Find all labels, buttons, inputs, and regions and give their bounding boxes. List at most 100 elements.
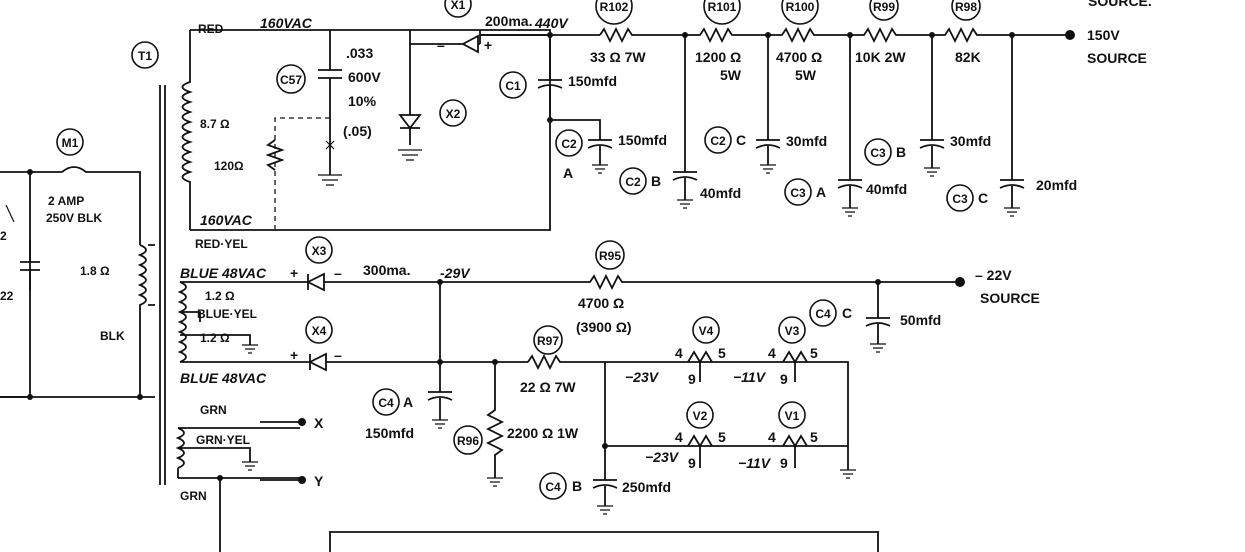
c3c-label: C3 bbox=[952, 192, 968, 206]
r98-label-circle bbox=[951, 0, 981, 21]
c2b-label: C2 bbox=[625, 175, 641, 189]
c1-label: C1 bbox=[505, 79, 521, 93]
v4-pin9: 9 bbox=[688, 371, 696, 387]
hv-volts: 440V bbox=[534, 15, 569, 31]
grn-lead-2: GRN bbox=[180, 489, 207, 503]
c4a-suffix: A bbox=[403, 394, 413, 410]
bottom-box-edge bbox=[329, 531, 879, 552]
source-150v-label: SOURCE bbox=[1087, 50, 1147, 66]
v1-pin5: 5 bbox=[810, 429, 818, 445]
r101-label-circle bbox=[703, 0, 741, 25]
v1-pin9: 9 bbox=[780, 455, 788, 471]
r99-value: 10K 2W bbox=[855, 49, 906, 65]
v1-volts: −11V bbox=[738, 455, 772, 471]
fuse-rating-2: 250V BLK bbox=[46, 211, 102, 225]
c57-label: C57 bbox=[280, 73, 302, 87]
r96-label-circle bbox=[453, 425, 483, 455]
c2b-value: 40mfd bbox=[700, 185, 741, 201]
r96-label: R96 bbox=[457, 434, 479, 448]
c1-value: 150mfd bbox=[568, 73, 617, 89]
c3b-label: C3 bbox=[870, 146, 886, 160]
r95-alt: (3900 Ω) bbox=[576, 319, 632, 335]
fuse-rating-1: 2 AMP bbox=[48, 194, 84, 208]
c3a-suffix: A bbox=[816, 184, 826, 200]
c4b-suffix: B bbox=[572, 478, 582, 494]
c57-tol: 10% bbox=[348, 93, 377, 109]
r101-watts: 5W bbox=[720, 67, 742, 83]
c4b-label: C4 bbox=[545, 480, 561, 494]
source-neg-label: SOURCE bbox=[980, 290, 1040, 306]
v4-label: V4 bbox=[699, 324, 714, 338]
t1-label-circle bbox=[131, 41, 159, 69]
c57-value: .033 bbox=[346, 45, 373, 61]
blue-vac-1: BLUE 48VAC bbox=[180, 265, 267, 281]
r96-value: 2200 Ω 1W bbox=[507, 425, 579, 441]
red-vac: 160VAC bbox=[260, 15, 313, 31]
c1-label-circle bbox=[499, 71, 527, 99]
blue-vac-2: BLUE 48VAC bbox=[180, 370, 267, 386]
v2-label: V2 bbox=[693, 409, 708, 423]
c2c-value: 30mfd bbox=[786, 133, 827, 149]
x1-label-circle bbox=[444, 0, 472, 18]
v2-pin4: 4 bbox=[675, 429, 683, 445]
t1-label: T1 bbox=[138, 49, 152, 63]
redyel-vac: 160VAC bbox=[200, 212, 253, 228]
primary-section: M1 2 AMP 250V BLK 2 22 1.8 Ω BLK bbox=[0, 128, 155, 400]
c57-volts: 600V bbox=[348, 69, 381, 85]
x3-label-circle bbox=[305, 236, 333, 264]
c4c-label-circle bbox=[809, 299, 837, 327]
m1-label-circle bbox=[56, 128, 84, 156]
c4c-label: C4 bbox=[815, 307, 831, 321]
c4c-value: 50mfd bbox=[900, 312, 941, 328]
v4-label-circle bbox=[692, 316, 720, 344]
c3a-value: 40mfd bbox=[866, 181, 907, 197]
c3b-value: 30mfd bbox=[950, 133, 991, 149]
r100-label-circle bbox=[781, 0, 819, 25]
c57-resistor: 120Ω bbox=[214, 159, 244, 173]
x1-label: X1 bbox=[451, 0, 466, 12]
hv-current: 200ma. bbox=[485, 13, 532, 29]
c2a-label-circle bbox=[555, 129, 583, 157]
v2-pin5: 5 bbox=[718, 429, 726, 445]
m1-label: M1 bbox=[62, 136, 79, 150]
transformer-t1: T1 RED 160VAC 8.7 Ω 160VAC RED·YEL BLUE … bbox=[131, 15, 324, 552]
c3b-label-circle bbox=[864, 138, 892, 166]
cap-partial-2: 22 bbox=[0, 289, 14, 303]
c2a-label: C2 bbox=[561, 137, 577, 151]
v1-label-circle bbox=[778, 401, 806, 429]
r102-value: 33 Ω 7W bbox=[590, 49, 646, 65]
x2-label: X2 bbox=[446, 107, 461, 121]
c2c-suffix: C bbox=[736, 132, 746, 148]
v4-volts: −23V bbox=[625, 369, 660, 385]
grn-lead: GRN bbox=[200, 403, 227, 417]
v4-pin5: 5 bbox=[718, 345, 726, 361]
x4-label-circle bbox=[305, 316, 333, 344]
blue-ohm-2: 1.2 Ω bbox=[200, 331, 230, 345]
c4a-label-circle bbox=[372, 388, 400, 416]
pri-ohm: 8.7 Ω bbox=[200, 117, 230, 131]
c3b-suffix: B bbox=[896, 144, 906, 160]
x2-label-circle bbox=[439, 99, 467, 127]
c2a-value: 150mfd bbox=[618, 132, 667, 148]
c2a-suffix: A bbox=[563, 165, 573, 181]
x4-minus: – bbox=[334, 347, 342, 363]
c4c-suffix: C bbox=[842, 305, 852, 321]
output-x: X bbox=[314, 415, 324, 431]
r99-label: R99 bbox=[873, 0, 895, 14]
r97-label-circle bbox=[533, 325, 563, 355]
r100-watts: 5W bbox=[795, 67, 817, 83]
v3-pin9: 9 bbox=[780, 371, 788, 387]
r97-value: 22 Ω 7W bbox=[520, 379, 576, 395]
c3c-suffix: C bbox=[978, 190, 988, 206]
c4a-label: C4 bbox=[378, 396, 394, 410]
r99-label-circle bbox=[869, 0, 899, 21]
output-y: Y bbox=[314, 473, 324, 489]
x3-plus: + bbox=[290, 265, 298, 281]
b-plus-supply: X1 – + 200ma. 440V R102 R101 R100 R99 R9… bbox=[410, 0, 1152, 217]
v3-volts: −11V bbox=[733, 369, 767, 385]
v1-pin4: 4 bbox=[768, 429, 776, 445]
r98-value: 82K bbox=[955, 49, 981, 65]
r95-value: 4700 Ω bbox=[578, 295, 624, 311]
c57-network: C57 X2 .033 600V 10% (.05) 120Ω bbox=[190, 29, 551, 231]
